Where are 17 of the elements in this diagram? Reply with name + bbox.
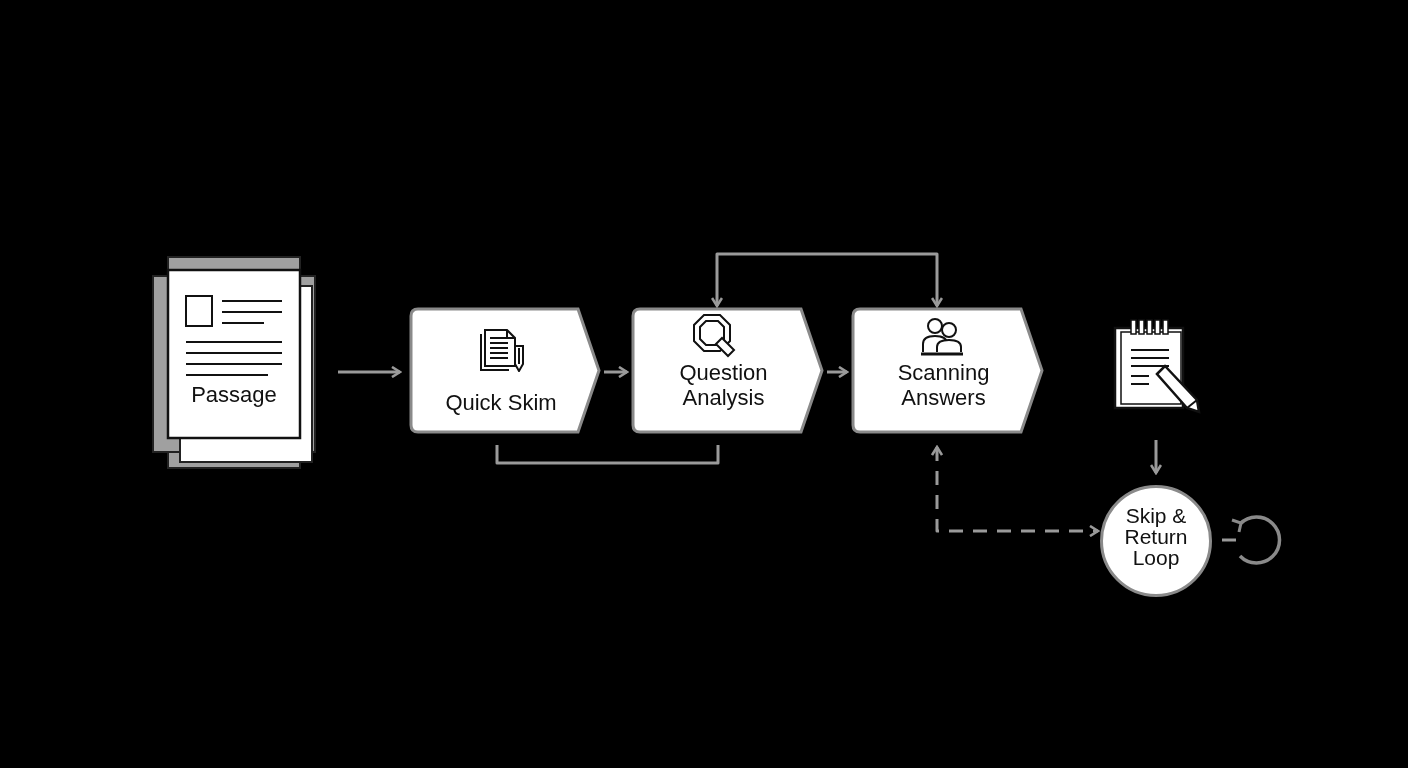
arrow xyxy=(604,365,629,379)
node-label: Skip & Return Loop xyxy=(1123,505,1189,568)
node-label: Passage xyxy=(190,382,278,407)
process-step xyxy=(410,308,600,433)
arrow xyxy=(338,365,402,379)
step-label: Question Analysis xyxy=(678,360,769,410)
document-stack xyxy=(152,256,316,469)
process-step xyxy=(632,308,823,433)
arrow xyxy=(710,252,944,308)
arrow xyxy=(827,365,849,379)
arrow xyxy=(930,445,1100,538)
connector-line xyxy=(495,445,720,465)
loop-circle xyxy=(1100,485,1212,597)
arrow xyxy=(1149,440,1163,475)
process-step xyxy=(852,308,1043,433)
step-label: Quick Skim xyxy=(444,390,558,415)
step-label: Scanning Answers xyxy=(896,360,991,410)
